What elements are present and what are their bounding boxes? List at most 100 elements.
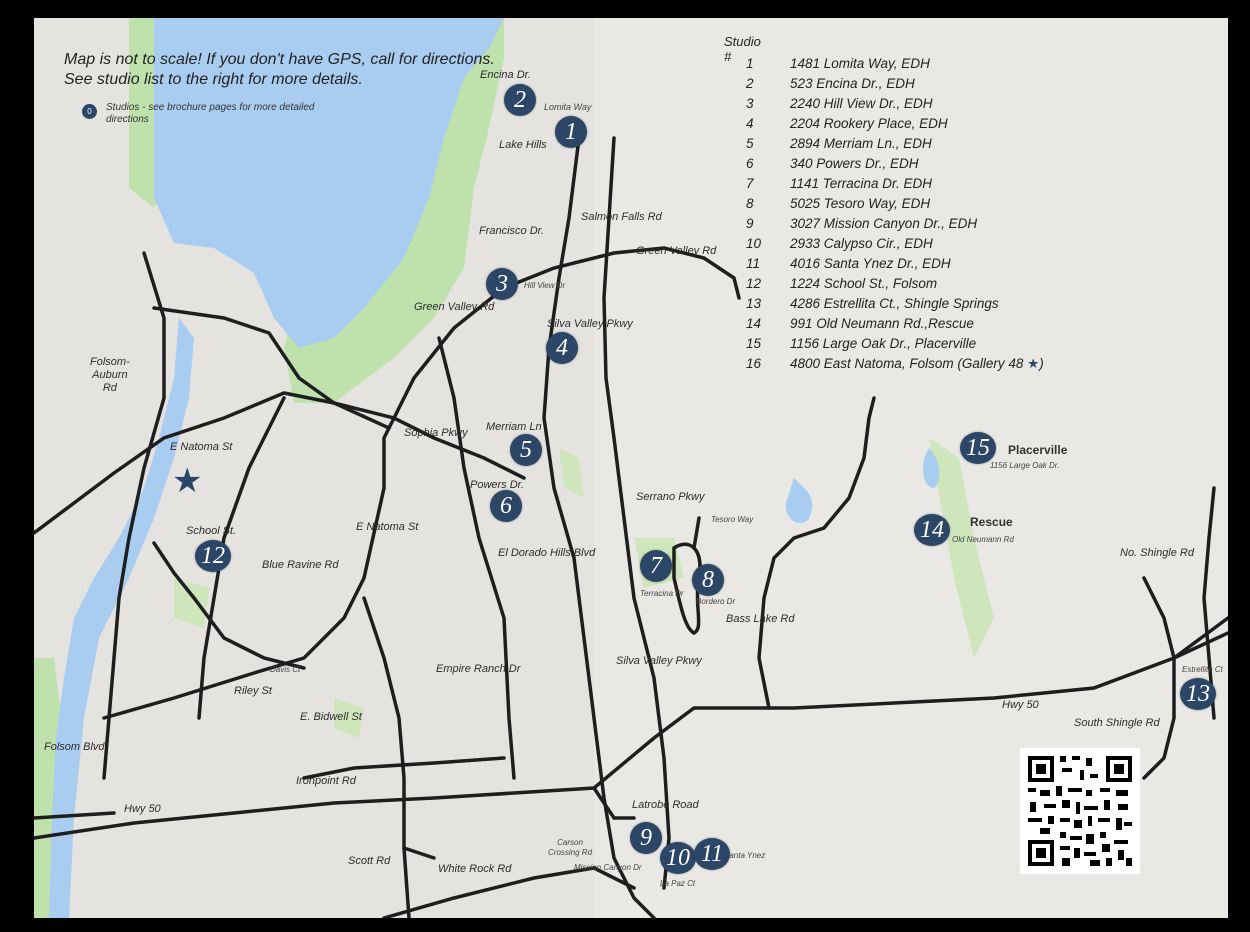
label-e-bidwell: E. Bidwell St: [300, 711, 362, 723]
studio-number: 10: [746, 236, 762, 251]
folsom-lake: [154, 18, 504, 348]
label-serrano: Serrano Pkwy: [636, 491, 705, 503]
studio-marker-3[interactable]: 3: [486, 268, 518, 300]
studio-number: 14: [746, 316, 762, 331]
label-silva-valley-pkwy: Silva Valley Pkwy: [547, 318, 633, 330]
label-mission-canyon: Mission Canyon Dr: [574, 863, 642, 872]
studio-row: 12 1224 School St., Folsom: [724, 276, 1144, 296]
studio-marker-7[interactable]: 7: [640, 550, 672, 582]
studio-address: 2933 Calypso Cir., EDH: [790, 236, 933, 251]
label-e-natoma: E Natoma St: [170, 441, 233, 453]
label-bordero: Bordero Dr: [696, 597, 736, 606]
studio-row: 10 2933 Calypso Cir., EDH: [724, 236, 1144, 256]
label-encina: Encina Dr.: [480, 69, 531, 81]
studio-row: 5 2894 Merriam Ln., EDH: [724, 136, 1144, 156]
label-large-oak: 1156 Large Oak Dr.: [990, 461, 1060, 470]
river: [49, 318, 194, 918]
qr-code[interactable]: [1020, 748, 1140, 874]
studio-marker-15[interactable]: 15: [960, 432, 996, 464]
label-francisco: Francisco Dr.: [479, 225, 544, 237]
studio-address: 2894 Merriam Ln., EDH: [790, 136, 932, 151]
label-santa-ynez: Santa Ynez: [724, 851, 766, 860]
gallery-star-icon: ★: [1027, 356, 1040, 371]
studio-address: 991 Old Neumann Rd.,Rescue: [790, 316, 974, 331]
label-green-valley-rd-2: Green Valley Rd: [414, 301, 495, 313]
label-salmon-falls: Salmon Falls Rd: [581, 211, 662, 223]
studio-marker-14[interactable]: 14: [914, 514, 950, 546]
legend-marker-icon: 0: [82, 104, 97, 119]
studio-number: 6: [746, 156, 754, 171]
studio-address: 340 Powers Dr., EDH: [790, 156, 919, 171]
studio-address: 5025 Tesoro Way, EDH: [790, 196, 931, 211]
label-e-natoma-2: E Natoma St: [356, 521, 419, 533]
label-rescue: Rescue: [970, 515, 1013, 529]
label-scott: Scott Rd: [348, 855, 391, 867]
studio-address: 4286 Estrellita Ct., Shingle Springs: [790, 296, 999, 311]
label-latrobe: Latrobe Road: [632, 799, 699, 811]
label-estrellita: Estrellita Ct: [1182, 665, 1223, 674]
studio-address: 4016 Santa Ynez Dr., EDH: [790, 256, 951, 271]
label-bass-lake: Bass Lake Rd: [726, 613, 795, 625]
label-no-shingle: No. Shingle Rd: [1120, 547, 1194, 559]
studio-number: 12: [746, 276, 762, 291]
label-school-st: School St.: [186, 525, 237, 537]
studio-marker-11[interactable]: 11: [694, 838, 730, 870]
studio-marker-13[interactable]: 13: [1180, 678, 1216, 710]
legend-text: Studios - see brochure pages for more de…: [106, 102, 315, 125]
studio-marker-8[interactable]: 8: [692, 564, 724, 596]
studio-marker-6[interactable]: 6: [490, 490, 522, 522]
label-hill-view: Hill View Dr: [524, 281, 566, 290]
studio-address: 4800 East Natoma, Folsom (Gallery 48: [790, 356, 1024, 371]
label-lomita: Lomita Way: [544, 102, 592, 112]
studio-list-heading: Studio #: [724, 34, 761, 64]
label-folsom-blvd: Folsom Blvd: [44, 741, 105, 753]
map-base: [34, 18, 1228, 918]
studio-marker-1[interactable]: 1: [555, 116, 587, 148]
label-placerville: Placerville: [1008, 443, 1068, 457]
studio-row: 6 340 Powers Dr., EDH: [724, 156, 1144, 176]
studio-number: 7: [746, 176, 754, 191]
map-note: Map is not to scale! If you don't have G…: [64, 50, 495, 90]
studio-number: 9: [746, 216, 754, 231]
studio-marker-2[interactable]: 2: [504, 84, 536, 116]
studio-address: 3027 Mission Canyon Dr., EDH: [790, 216, 978, 231]
studio-marker-4[interactable]: 4: [546, 332, 578, 364]
studio-row: 9 3027 Mission Canyon Dr., EDH: [724, 216, 1144, 236]
studio-row: 15 1156 Large Oak Dr., Placerville: [724, 336, 1144, 356]
label-merriam: Merriam Ln: [486, 421, 542, 433]
gallery-48-star-icon[interactable]: ★: [172, 462, 203, 500]
studio-address: 1156 Large Oak Dr., Placerville: [790, 336, 977, 351]
label-south-shingle: South Shingle Rd: [1074, 717, 1160, 729]
label-tesoro: Tesoro Way: [711, 515, 754, 524]
studio-number: 5: [746, 136, 754, 151]
studio-marker-9[interactable]: 9: [630, 822, 662, 854]
label-hwy50-left: Hwy 50: [124, 803, 161, 815]
studio-number: 11: [746, 256, 761, 271]
studio-number: 15: [746, 336, 762, 351]
label-el-dorado-hills-blvd: El Dorado Hills Blvd: [498, 547, 596, 559]
studio-address: 1481 Lomita Way, EDH: [790, 56, 930, 71]
studio-number: 4: [746, 116, 754, 131]
studio-marker-12[interactable]: 12: [195, 540, 231, 572]
studio-number: 3: [746, 96, 754, 111]
gallery-suffix: ): [1039, 356, 1044, 371]
studio-row: 3 2240 Hill View Dr., EDH: [724, 96, 1144, 116]
map-canvas[interactable]: Map is not to scale! If you don't have G…: [34, 18, 1228, 918]
label-sophia: Sophia Pkwy: [404, 427, 468, 439]
label-la-paz: La Paz Ct: [660, 879, 696, 888]
qr-code-icon: [1020, 748, 1140, 874]
studio-address: 2240 Hill View Dr., EDH: [790, 96, 933, 111]
studio-marker-10[interactable]: 10: [660, 842, 696, 874]
studio-marker-5[interactable]: 5: [510, 434, 542, 466]
label-lake-hills: Lake Hills: [499, 139, 547, 151]
label-davis: Davis Ct: [270, 665, 301, 674]
studio-address: 1224 School St., Folsom: [790, 276, 938, 291]
studio-number: 8: [746, 196, 754, 211]
studio-row: 8 5025 Tesoro Way, EDH: [724, 196, 1144, 216]
label-powers: Powers Dr.: [470, 479, 524, 491]
label-white-rock: White Rock Rd: [438, 863, 512, 875]
